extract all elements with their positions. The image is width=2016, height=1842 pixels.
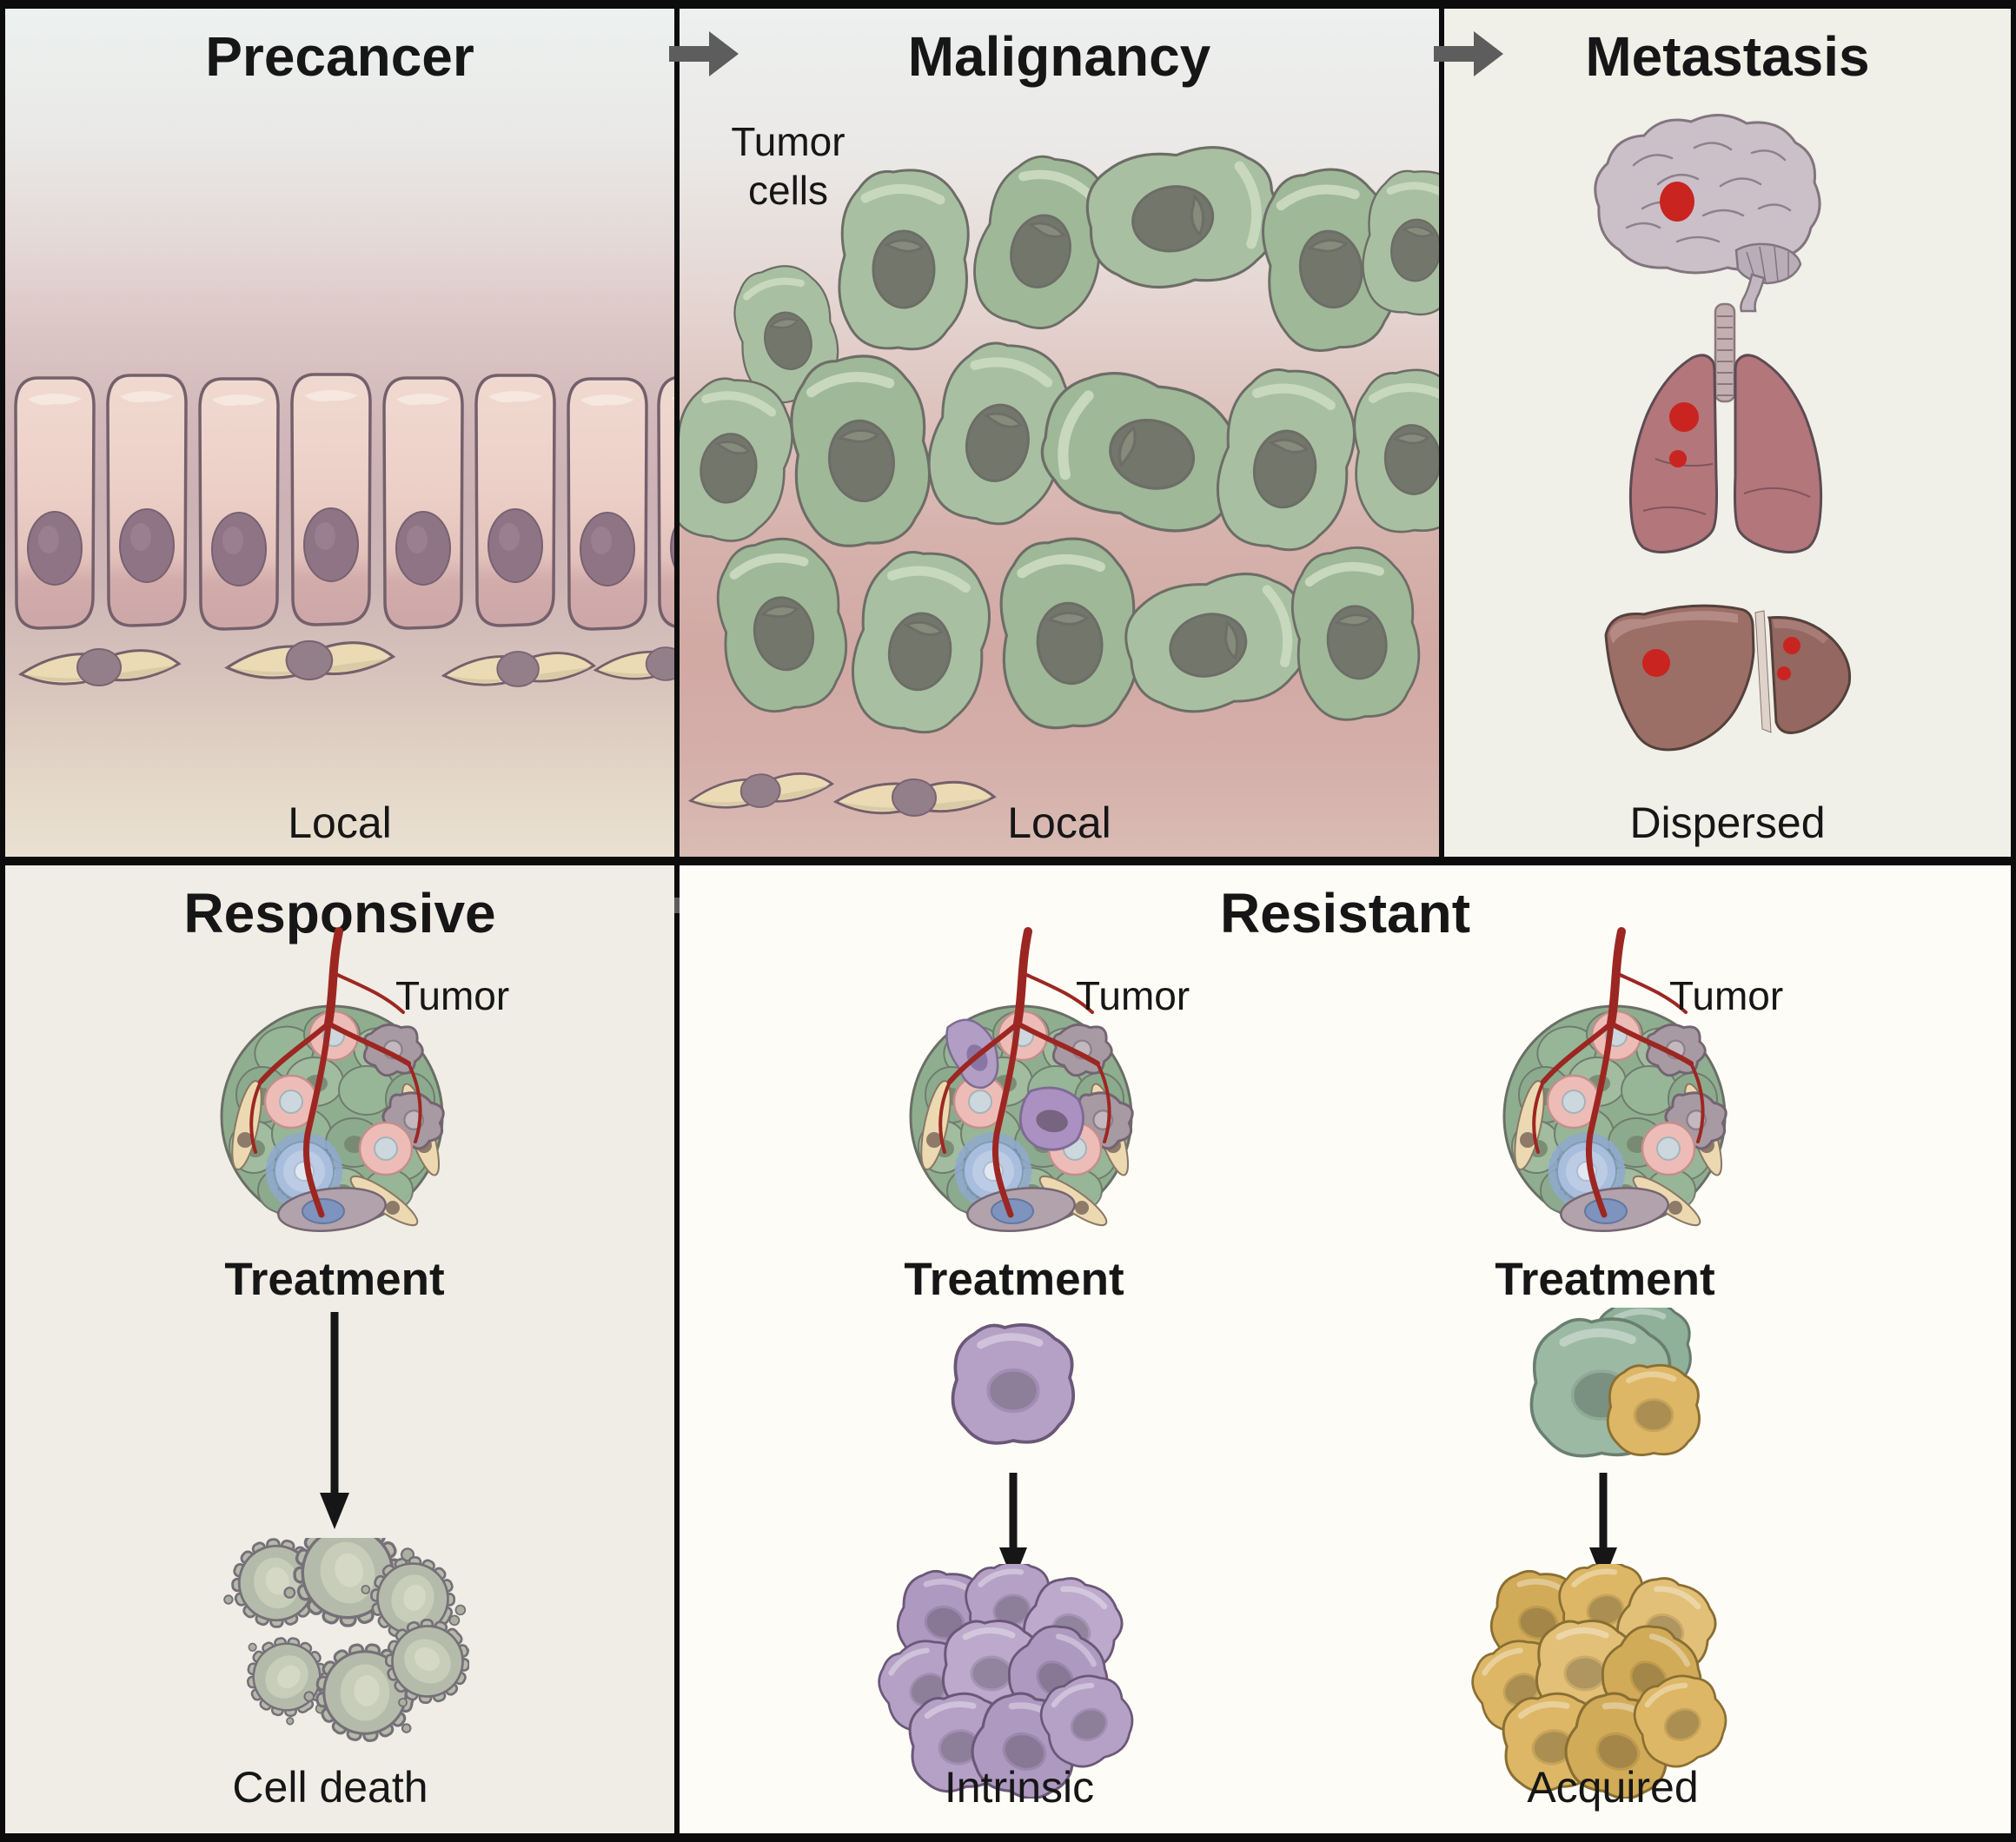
liver-icon	[1604, 604, 1852, 752]
acquired-label: Acquired	[1527, 1763, 1699, 1812]
tumor-spheroid-intrinsic	[891, 921, 1151, 1234]
metastasis-title: Metastasis	[1585, 25, 1870, 88]
brain-metastasis-dot	[1660, 182, 1694, 222]
precancer-location-label: Local	[288, 798, 392, 847]
liver-metastasis-dot-small-2	[1777, 666, 1791, 680]
intrinsic-label: Intrinsic	[944, 1763, 1095, 1812]
intrinsic-resistant-cell	[939, 1310, 1087, 1458]
down-arrow-responsive-icon	[320, 1312, 349, 1529]
malignancy-title: Malignancy	[907, 25, 1211, 88]
responsive-tumor-label: Tumor	[395, 973, 510, 1018]
acquired-tumor-label: Tumor	[1669, 973, 1784, 1018]
panel-precancer: Precancer Local	[5, 9, 674, 857]
lung-metastasis-dot-small	[1669, 450, 1687, 467]
liver-metastasis-dot-large	[1642, 649, 1670, 677]
intrinsic-treatment-label: Treatment	[904, 1254, 1124, 1305]
cell-death-label: Cell death	[232, 1763, 428, 1812]
arrow-malignancy-to-metastasis-icon	[1434, 31, 1503, 76]
lung-metastasis-dot-large	[1669, 402, 1699, 432]
acquired-resistant-cells	[1508, 1308, 1742, 1464]
precancer-title: Precancer	[205, 25, 474, 88]
cell-death-illustration	[200, 1538, 469, 1755]
arrow-precancer-to-malignancy-icon	[669, 31, 739, 76]
tumor-cells-annotation: Tumor cells	[731, 119, 846, 213]
tumor-spheroid-acquired	[1484, 921, 1745, 1234]
lungs-icon	[1628, 302, 1823, 553]
resistant-title: Resistant	[1219, 882, 1471, 944]
intrinsic-tumor-label: Tumor	[1076, 973, 1190, 1018]
brain-icon	[1594, 113, 1821, 313]
metastasis-location-label: Dispersed	[1629, 798, 1826, 847]
panel-malignancy: Malignancy	[680, 9, 1439, 857]
acquired-treatment-label: Treatment	[1495, 1254, 1715, 1305]
responsive-treatment-label: Treatment	[224, 1254, 445, 1305]
normal-epithelium-illustration	[14, 373, 674, 688]
tumor-spheroid-responsive	[202, 921, 462, 1234]
liver-metastasis-dot-small-1	[1783, 637, 1800, 654]
intrinsic-purple-clones	[945, 1018, 1084, 1151]
malignancy-location-label: Local	[1007, 798, 1111, 847]
